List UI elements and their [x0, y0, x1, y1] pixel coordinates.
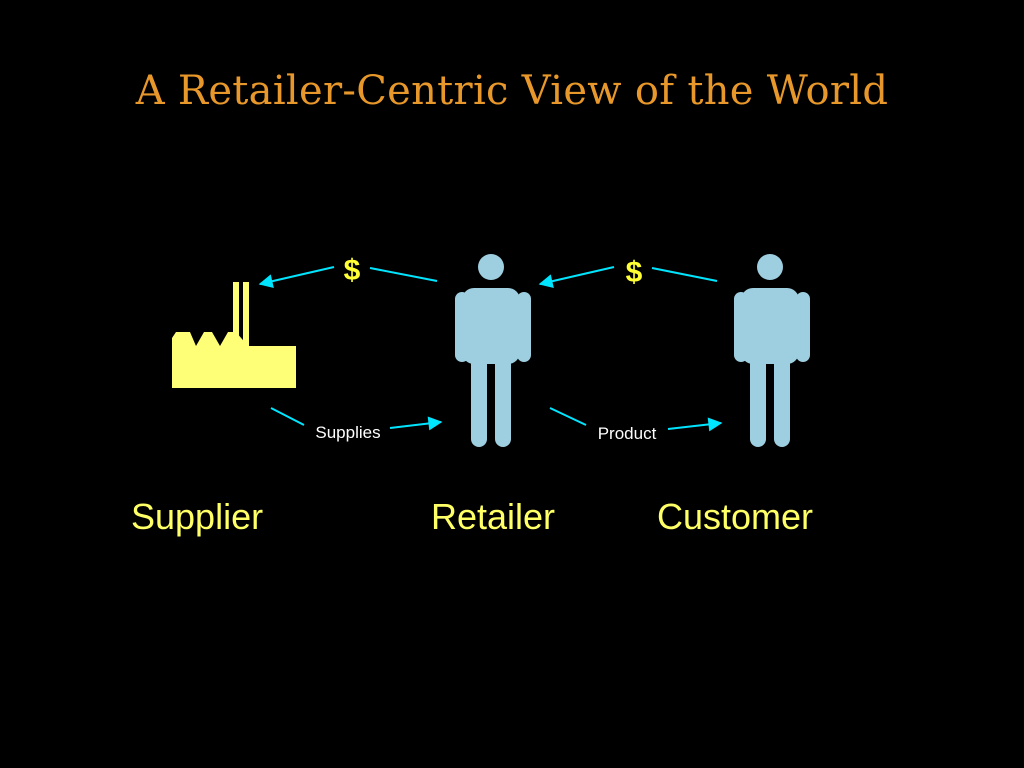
product-flow: Product — [549, 407, 723, 443]
customer-person-icon — [734, 254, 810, 447]
dollar-label-retailer: $ — [626, 256, 643, 289]
retailer-label: Retailer — [431, 496, 556, 537]
customer-label: Customer — [657, 496, 814, 537]
slide-title: A Retailer-Centric View of the World — [135, 68, 889, 114]
factory-icon — [172, 282, 296, 388]
money-flow-to-supplier: $ — [258, 254, 438, 289]
product-label: Product — [598, 424, 657, 443]
retailer-person-icon — [455, 254, 531, 447]
money-flow-to-retailer: $ — [538, 256, 718, 289]
supplier-label: Supplier — [131, 496, 264, 537]
supplies-label: Supplies — [315, 423, 380, 442]
dollar-label-supplier: $ — [344, 254, 361, 287]
supplies-flow: Supplies — [270, 407, 443, 442]
